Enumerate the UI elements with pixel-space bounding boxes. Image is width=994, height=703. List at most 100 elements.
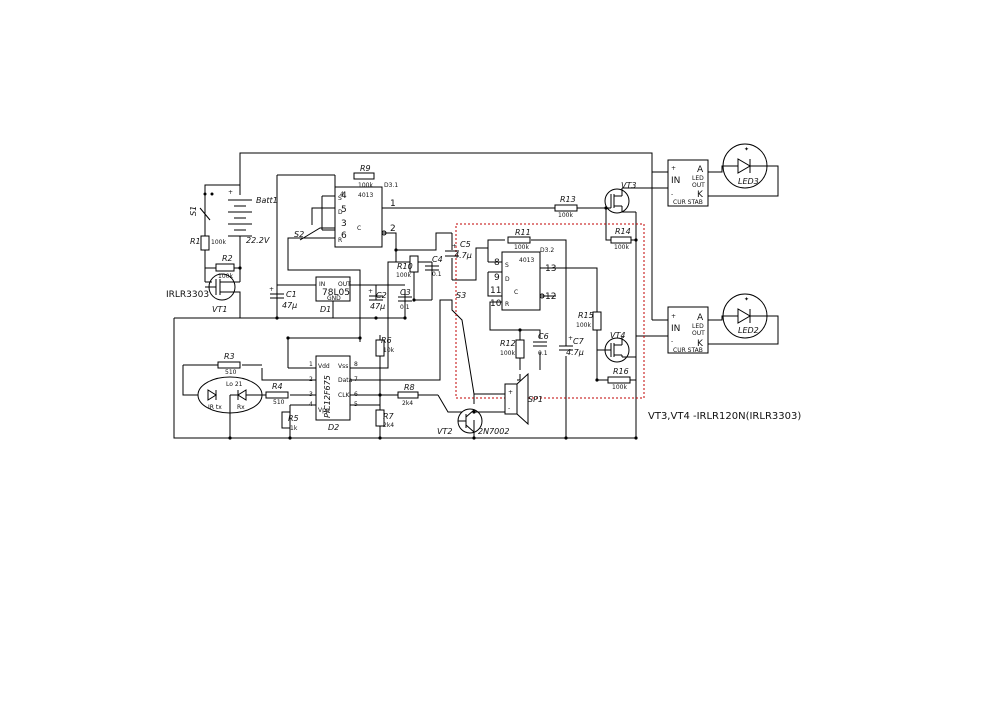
resistor-r15: R15 100k [576,311,602,331]
regulator-78l05: IN OUT 78L05 GND D1 [315,276,351,314]
svg-text:+: + [508,389,513,396]
svg-text:8: 8 [354,361,358,368]
svg-text:100k: 100k [500,350,515,357]
led-driver-top: + IN - A K LED OUT CUR STAB [667,159,709,207]
svg-text:R15: R15 [578,311,594,320]
svg-text:R16: R16 [613,367,629,376]
resistor-r13: R13 100k [554,195,578,219]
svg-text:R9: R9 [360,164,371,173]
svg-text:D3.2: D3.2 [540,247,554,254]
svg-text:6: 6 [354,391,358,398]
resistor-r4: R4 510 [265,382,289,406]
svg-text:C: C [514,289,518,296]
resistor-r7: R7 2k4 [375,409,395,429]
svg-text:11: 11 [490,286,501,296]
svg-text:1: 1 [309,361,313,368]
svg-text:R: R [505,301,509,308]
svg-text:R2: R2 [222,254,233,263]
svg-text:Vdd: Vdd [318,363,330,370]
svg-text:GND: GND [327,295,341,302]
svg-text:100k: 100k [514,244,529,251]
svg-text:100k: 100k [576,322,591,329]
resistor-r2: R2 100k [215,254,235,280]
transistor-vt4: VT4 [604,331,630,363]
svg-text:CLK: CLK [338,392,351,399]
resistor-r12: R12 100k [500,339,525,359]
svg-text:0.1: 0.1 [432,271,442,278]
svg-text:100k: 100k [612,384,627,391]
svg-text:C5: C5 [460,240,471,249]
ir-sensor-pair: Lo 21 IR tx Rx [197,376,263,414]
svg-text:+: + [368,288,373,295]
flipflop-d3-2: S D C R 4013 D3.2 8 9 11 10 13 12 [490,247,556,311]
capacitor-c4: C4 0.1 [425,255,443,278]
svg-text:S1: S1 [189,206,198,216]
svg-text:4013: 4013 [519,257,534,264]
svg-text:S2: S2 [294,230,304,239]
svg-text:R7: R7 [383,412,395,421]
svg-text:1k: 1k [290,425,298,432]
svg-text:LED: LED [692,323,704,330]
svg-text:100k: 100k [396,272,411,279]
svg-text:OUT: OUT [338,281,351,288]
resistor-r1: R1 100k [190,235,226,251]
svg-text:47µ: 47µ [370,302,385,311]
svg-text:5: 5 [341,205,347,215]
svg-text:D1: D1 [320,305,331,314]
transistor-vt1: IRLR3303 VT1 [166,273,236,314]
svg-text:LED2: LED2 [738,326,759,335]
svg-text:100k: 100k [218,273,233,280]
resistor-r6: R6 10k [375,336,395,357]
svg-text:4.7µ: 4.7µ [454,251,472,260]
svg-text:Vss: Vss [338,363,348,370]
svg-text:Vpp: Vpp [318,407,330,414]
svg-text:CUR STAB: CUR STAB [673,199,703,206]
svg-text:510: 510 [273,399,285,406]
svg-text:R6: R6 [381,336,392,345]
resistor-r11: R11 100k [507,228,531,251]
svg-text:✦: ✦ [744,296,749,303]
svg-text:D2: D2 [328,423,339,432]
svg-text:Data: Data [338,377,353,384]
svg-text:5: 5 [354,401,358,408]
svg-text:Rx: Rx [237,404,245,411]
svg-text:2: 2 [309,376,313,383]
svg-text:100k: 100k [614,244,629,251]
led-driver-bottom: + IN - A K LED OUT CUR STAB [667,306,709,354]
svg-text:D: D [338,209,343,216]
battery-label: Batt1 [256,196,278,205]
svg-text:R1: R1 [190,237,201,246]
svg-text:LED3: LED3 [738,177,759,186]
svg-text:10k: 10k [383,347,395,354]
svg-text:4: 4 [341,191,347,201]
svg-text:-: - [671,191,673,198]
svg-text:IN: IN [319,281,325,288]
svg-text:2N7002: 2N7002 [478,427,509,436]
svg-text:R10: R10 [397,262,413,271]
svg-text:IR tx: IR tx [208,404,222,411]
svg-text:C2: C2 [376,291,387,300]
resistor-r5: R5 1k [281,411,299,432]
led-led3: ✦ LED3 [722,143,768,189]
transistor-vt3: VT3 [604,181,636,214]
svg-text:PIC12F675: PIC12F675 [323,375,332,418]
resistor-r9 [353,172,375,180]
svg-text:3: 3 [309,391,313,398]
svg-text:47µ: 47µ [282,301,297,310]
wires [173,152,779,440]
svg-text:Lo 21: Lo 21 [226,381,243,388]
svg-text:A: A [697,165,704,175]
capacitor-c2: + C2 47µ [368,288,387,311]
svg-text:C1: C1 [286,290,297,299]
svg-text:100k: 100k [558,212,573,219]
svg-text:2k4: 2k4 [383,422,394,429]
svg-text:+: + [671,313,676,320]
svg-text:-: - [508,405,510,412]
svg-text:+: + [452,243,457,250]
svg-text:LED: LED [692,175,704,182]
led-led2: ✦ LED2 [722,293,768,339]
svg-text:7: 7 [354,376,358,383]
svg-text:OUT: OUT [692,182,705,189]
svg-text:K: K [697,190,704,200]
svg-text:0.1: 0.1 [538,350,548,357]
